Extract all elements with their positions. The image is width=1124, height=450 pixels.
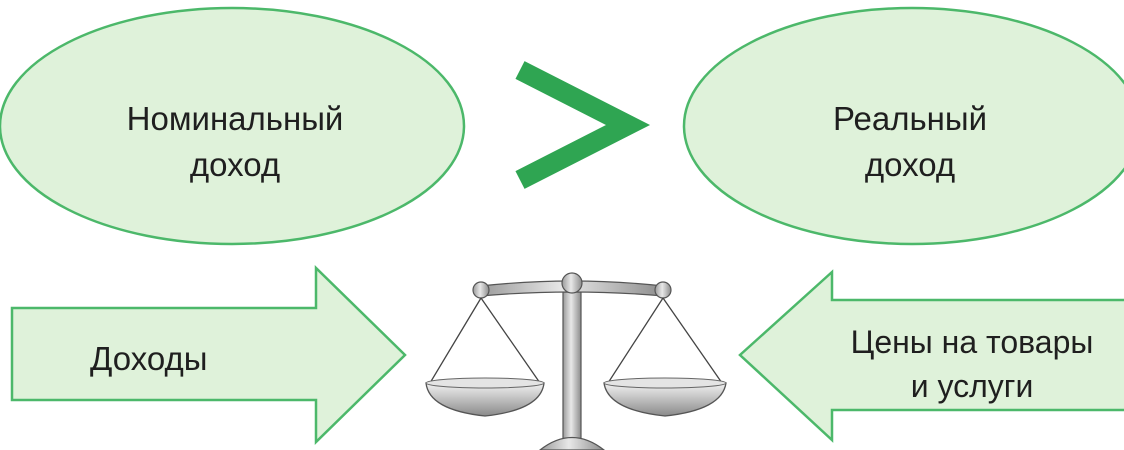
incomes-arrow-label: Доходы — [90, 336, 290, 382]
greater-than-icon — [515, 61, 651, 189]
real-income-ellipse — [682, 6, 1124, 246]
nominal-income-label: Номинальный доход — [90, 96, 380, 188]
real-income-line2: доход — [864, 146, 956, 183]
incomes-label-text: Доходы — [90, 340, 208, 377]
prices-label-line1: Цены на товары — [850, 324, 1094, 360]
real-income-line1: Реальный — [832, 100, 988, 137]
incomes-arrow — [10, 265, 407, 445]
nominal-income-line1: Номинальный — [126, 100, 344, 137]
prices-arrow — [738, 269, 1124, 443]
balance-scales-icon — [425, 272, 727, 450]
nominal-income-ellipse — [0, 6, 466, 246]
prices-arrow-label: Цены на товары и услуги — [820, 320, 1124, 408]
real-income-label: Реальный доход — [760, 96, 1060, 188]
nominal-income-line2: доход — [189, 146, 281, 183]
prices-label-line2: и услуги — [910, 368, 1034, 404]
